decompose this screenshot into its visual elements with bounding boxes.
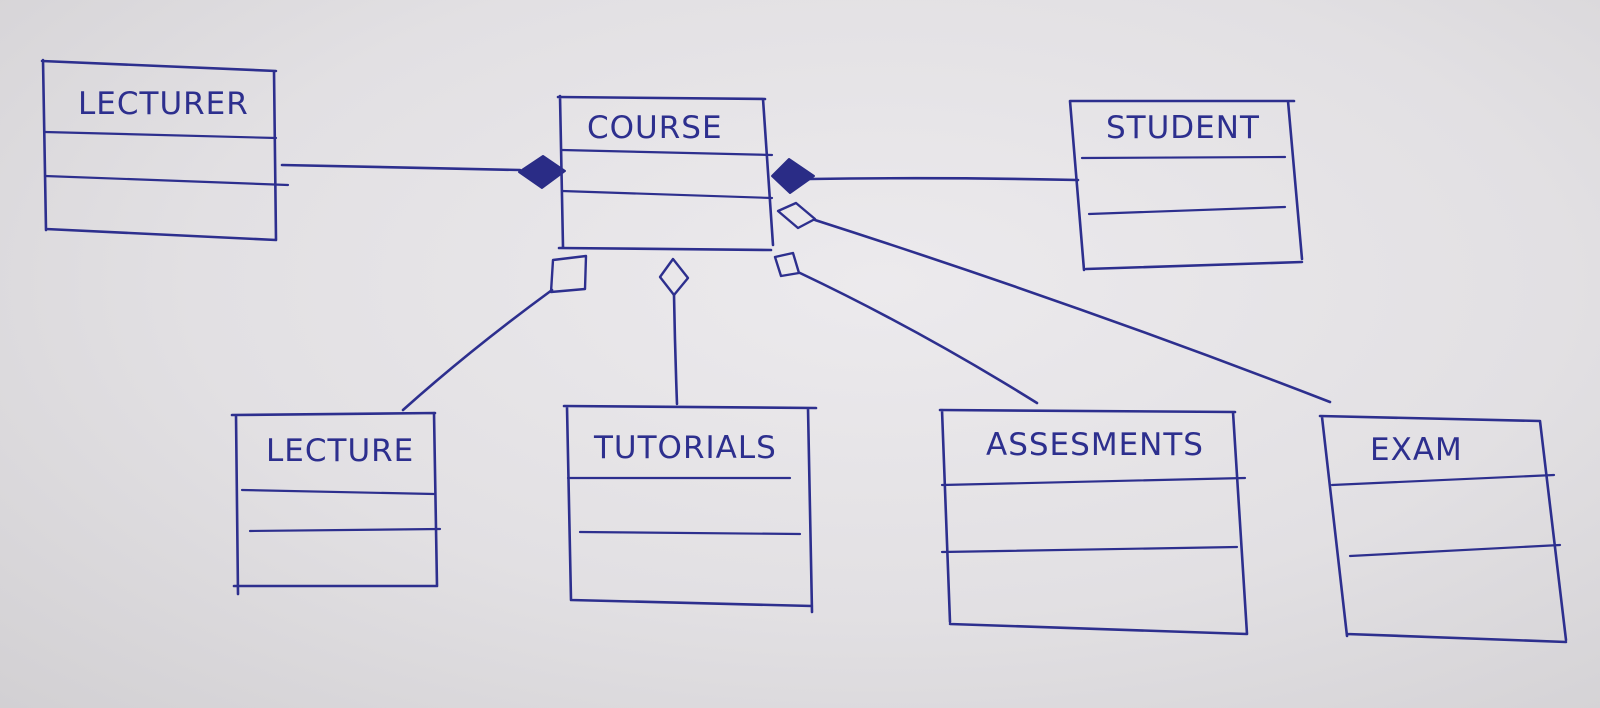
class-lecturer: LECTURER bbox=[40, 58, 290, 242]
class-course: COURSE bbox=[556, 94, 775, 252]
class-student: STUDENT bbox=[1068, 99, 1304, 272]
class-lecturer-divider-2 bbox=[43, 174, 290, 187]
aggregation-diamond-exam bbox=[776, 201, 817, 230]
class-assesments-name: ASSESMENTS bbox=[986, 427, 1204, 463]
class-exam-name: EXAM bbox=[1370, 432, 1463, 468]
class-exam: EXAM bbox=[1318, 414, 1568, 644]
class-tutorials: TUTORIALS bbox=[562, 404, 818, 614]
class-exam-divider-1 bbox=[1330, 473, 1556, 487]
class-lecturer-name: LECTURER bbox=[78, 86, 249, 122]
class-student-name: STUDENT bbox=[1106, 110, 1260, 146]
class-tutorials-name: TUTORIALS bbox=[593, 430, 777, 466]
class-assesments-divider-2 bbox=[940, 545, 1239, 554]
relation-lecturer-course bbox=[280, 155, 566, 189]
class-assesments-divider-1 bbox=[940, 476, 1247, 487]
class-course-divider-1 bbox=[560, 148, 774, 157]
class-student-divider-1 bbox=[1080, 155, 1287, 160]
class-lecture-divider-1 bbox=[240, 488, 436, 496]
composition-diamond-lecturer bbox=[518, 155, 566, 189]
relation-tutorials-course bbox=[658, 257, 690, 406]
class-student-divider-2 bbox=[1087, 205, 1287, 216]
aggregation-diamond-tutorials bbox=[658, 257, 690, 297]
relation-exam-course bbox=[776, 201, 1332, 404]
class-lecture-name: LECTURE bbox=[266, 433, 414, 469]
aggregation-diamond-lecture bbox=[549, 254, 588, 294]
relation-student-course bbox=[771, 158, 1080, 194]
relation-assesments-course bbox=[773, 251, 1039, 405]
class-exam-divider-2 bbox=[1348, 543, 1562, 558]
class-lecturer-divider-1 bbox=[43, 130, 278, 140]
class-course-divider-2 bbox=[560, 189, 774, 200]
class-lecture-divider-2 bbox=[248, 527, 442, 533]
class-lecture: LECTURE bbox=[230, 411, 442, 596]
class-course-name: COURSE bbox=[587, 110, 723, 146]
class-tutorials-divider-2 bbox=[578, 530, 802, 536]
composition-diamond-student bbox=[771, 158, 815, 194]
relation-lecture-course bbox=[401, 254, 588, 412]
class-assesments: ASSESMENTS bbox=[938, 408, 1249, 636]
aggregation-diamond-assesments bbox=[773, 251, 801, 278]
